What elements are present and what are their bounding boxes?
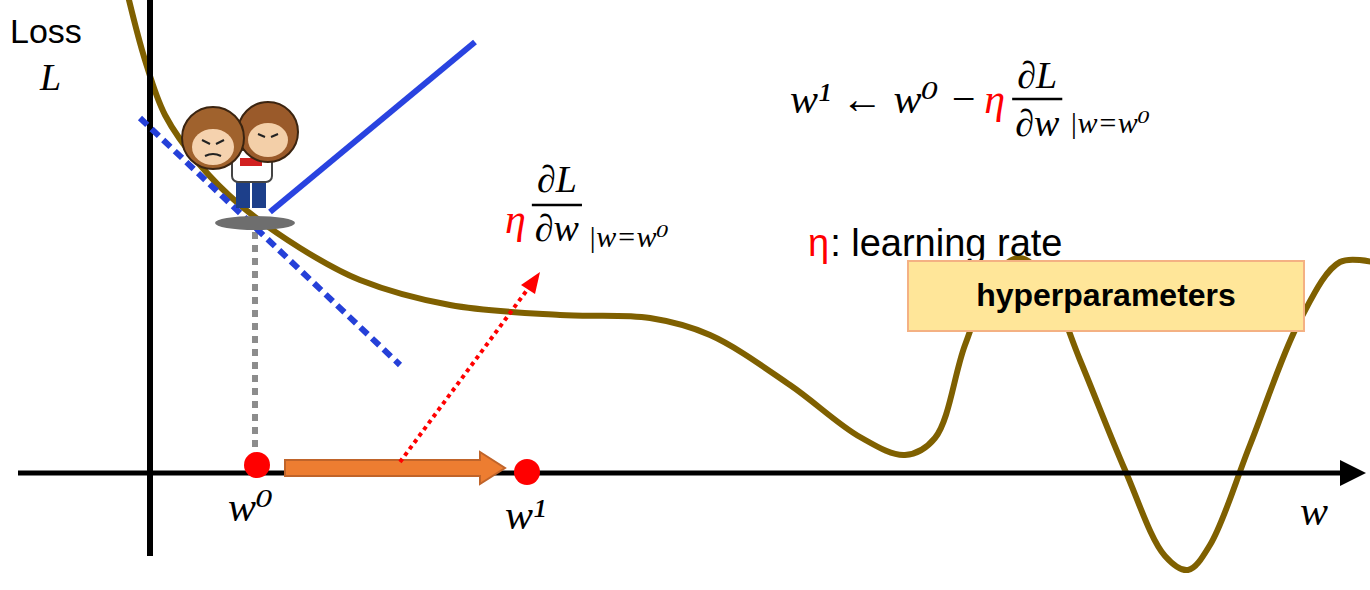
learning-rate-symbol: η: [505, 198, 526, 240]
evaluation-subscript: |w=w⁰: [588, 222, 669, 252]
drop-line: [252, 232, 258, 452]
axis-title: Loss: [10, 14, 82, 48]
gradient-arrow: [400, 286, 530, 462]
loss-curve: [128, 0, 1370, 570]
fraction-numerator: ∂L: [1017, 56, 1057, 94]
evaluation-subscript: |w=w⁰: [1069, 108, 1150, 138]
monkey-character: [182, 102, 298, 230]
legend-note: : learning rate: [830, 224, 1062, 262]
x-axis: [18, 471, 1346, 476]
point-label: w⁰: [228, 486, 273, 528]
fraction-bar: [1012, 98, 1062, 101]
update-formula: w¹ ← w⁰ −: [790, 78, 977, 120]
point-label: w¹: [505, 494, 546, 536]
axis-symbol: L: [40, 58, 61, 96]
normal-line: [270, 42, 475, 212]
fraction-denominator: ∂w: [1015, 104, 1059, 142]
gradient-arrowhead: [521, 272, 540, 294]
box-text: hyperparameters: [976, 278, 1236, 313]
learning-rate-symbol: η: [808, 224, 829, 262]
hyperparameter-box: hyperparameters: [907, 260, 1305, 332]
learning-rate-symbol: η: [984, 78, 1005, 120]
axis-arrowhead: [1340, 460, 1366, 486]
fraction-numerator: ∂L: [537, 160, 577, 198]
axis-label: w: [1300, 490, 1328, 532]
step-arrow: [285, 452, 505, 484]
fraction-bar: [532, 204, 582, 207]
point-w1: [514, 459, 540, 485]
point-w0: [244, 452, 270, 478]
fraction-denominator: ∂w: [535, 209, 579, 247]
tangent-line: [140, 118, 400, 365]
